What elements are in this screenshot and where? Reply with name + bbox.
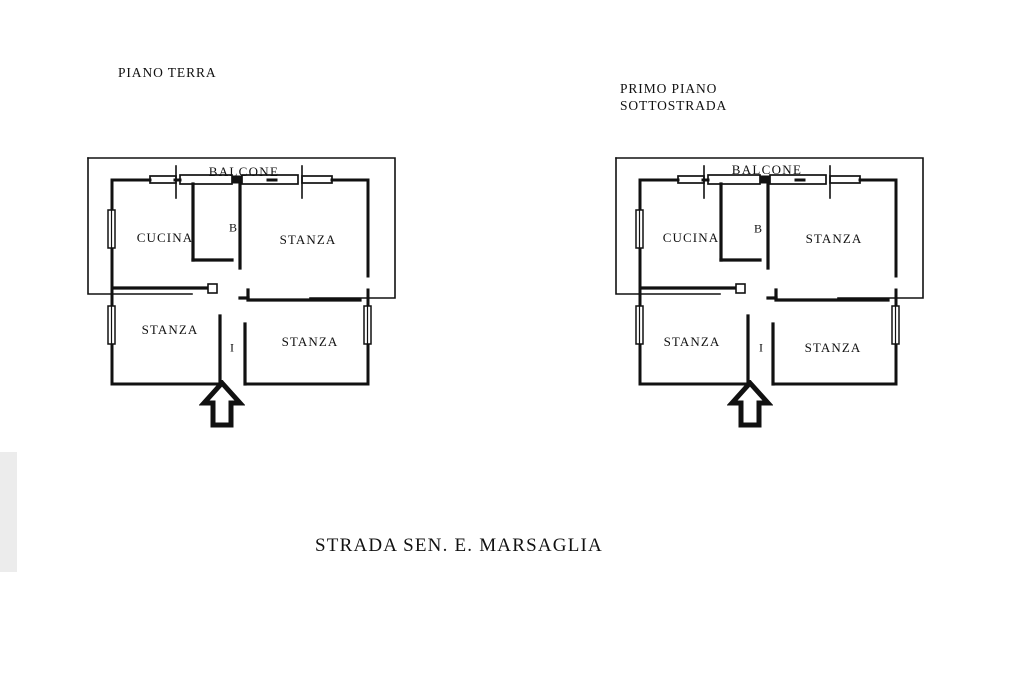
label-left-stanza-bottom-right: STANZA: [281, 334, 339, 349]
label-right-cucina: CUCINA: [662, 230, 720, 245]
floor-plan-left-drawing: [87, 157, 396, 386]
scan-artifact-strip: [0, 452, 17, 572]
plan-title-right-line1: PRIMO PIANO: [620, 81, 718, 96]
entrance-arrow-right: [727, 380, 773, 428]
label-left-balcone: BALCONE: [208, 164, 280, 179]
label-right-ingresso: I: [759, 340, 763, 355]
label-left-bagno: B: [228, 220, 238, 235]
floor-plan-left: [80, 148, 410, 433]
label-left-ingresso: I: [230, 340, 234, 355]
label-left-cucina: CUCINA: [136, 230, 194, 245]
label-left-stanza-bottom-left: STANZA: [141, 322, 199, 337]
floor-plan-right-drawing: [615, 157, 924, 386]
label-right-bagno: B: [753, 221, 763, 236]
floor-plan-right: [608, 148, 938, 433]
plan-title-left: PIANO TERRA: [118, 65, 217, 80]
label-right-stanza-top-right: STANZA: [805, 231, 863, 246]
label-left-stanza-top-right: STANZA: [279, 232, 337, 247]
label-right-balcone: BALCONE: [731, 162, 803, 177]
label-right-stanza-bottom-right: STANZA: [804, 340, 862, 355]
entrance-arrow-left: [199, 380, 245, 428]
plan-title-right-line2: SOTTOSTRADA: [620, 98, 728, 113]
label-right-stanza-bottom-left: STANZA: [663, 334, 721, 349]
street-caption: STRADA SEN. E. MARSAGLIA: [315, 535, 603, 556]
